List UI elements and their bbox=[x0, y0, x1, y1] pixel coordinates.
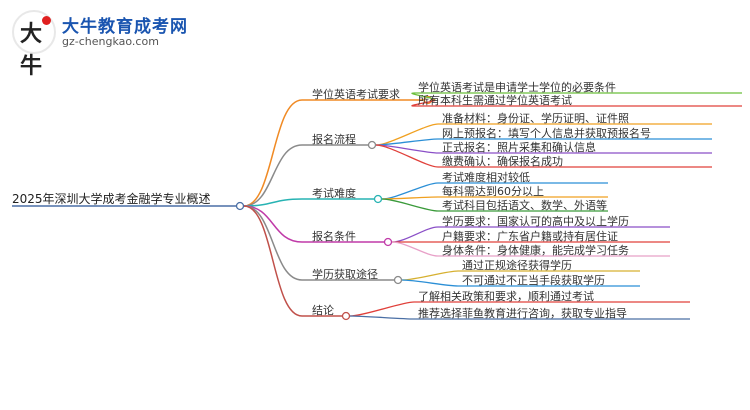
leaf-label: 每科需达到60分以上 bbox=[442, 185, 544, 198]
branch-label: 结论 bbox=[312, 304, 334, 317]
branch-connector bbox=[243, 144, 368, 207]
root-node-circle bbox=[235, 201, 245, 211]
leaf-label: 身体条件：身体健康，能完成学习任务 bbox=[442, 244, 629, 257]
leaf-connector bbox=[401, 279, 640, 287]
branch-connector bbox=[243, 198, 374, 207]
leaf-connector bbox=[381, 198, 608, 212]
site-url: gz-chengkao.com bbox=[62, 35, 159, 48]
branch-node-circle bbox=[383, 237, 393, 247]
leaf-connector bbox=[375, 144, 712, 168]
branch-label: 学历获取途径 bbox=[312, 268, 378, 281]
branch-label: 报名流程 bbox=[312, 133, 356, 146]
leaf-connector bbox=[349, 315, 690, 320]
leaf-label: 所有本科生需通过学位英语考试 bbox=[418, 94, 572, 107]
site-title: 大牛教育成考网 bbox=[62, 17, 188, 37]
site-logo[interactable]: 大牛 大牛教育成考网 gz-chengkao.com bbox=[12, 10, 212, 79]
leaf-label: 户籍要求：广东省户籍或持有居住证 bbox=[442, 230, 618, 243]
branch-label: 学位英语考试要求 bbox=[312, 88, 400, 101]
leaf-connector bbox=[391, 241, 670, 257]
leaf-label: 网上预报名：填写个人信息并获取预报名号 bbox=[442, 127, 651, 140]
logo-emblem-text: 大牛 bbox=[20, 21, 42, 79]
leaf-label: 通过正规途径获得学历 bbox=[462, 259, 572, 272]
branch-connector bbox=[243, 99, 424, 207]
branch-node-circle bbox=[341, 311, 351, 321]
leaf-label: 缴费确认：确保报名成功 bbox=[442, 155, 563, 168]
branch-node-circle bbox=[393, 275, 403, 285]
logo-sun-icon bbox=[42, 16, 51, 25]
leaf-connector bbox=[411, 99, 742, 107]
leaf-label: 不可通过不正当手段获取学历 bbox=[462, 274, 605, 287]
leaf-label: 准备材料：身份证、学历证明、证件照 bbox=[442, 112, 629, 125]
branch-connector bbox=[243, 205, 394, 281]
leaf-label: 学历要求：国家认可的高中及以上学历 bbox=[442, 215, 629, 228]
branch-node-circle bbox=[367, 140, 377, 150]
leaf-label: 推荐选择菲鱼教育进行咨询，获取专业指导 bbox=[418, 307, 627, 320]
leaf-label: 正式报名：照片采集和确认信息 bbox=[442, 141, 596, 154]
mindmap-root: 2025年深圳大学成考金融学专业概述 bbox=[12, 192, 211, 206]
branch-connector bbox=[243, 205, 384, 243]
branch-label: 考试难度 bbox=[312, 187, 356, 200]
logo-emblem: 大牛 bbox=[12, 10, 56, 79]
leaf-label: 考试科目包括语文、数学、外语等 bbox=[442, 199, 607, 212]
leaf-label: 考试难度相对较低 bbox=[442, 171, 530, 184]
branch-connector bbox=[243, 205, 342, 317]
leaf-label: 了解相关政策和要求，顺利通过考试 bbox=[418, 290, 594, 303]
branch-node-circle bbox=[373, 194, 383, 204]
branch-label: 报名条件 bbox=[312, 230, 356, 243]
leaf-label: 学位英语考试是申请学士学位的必要条件 bbox=[418, 81, 616, 94]
